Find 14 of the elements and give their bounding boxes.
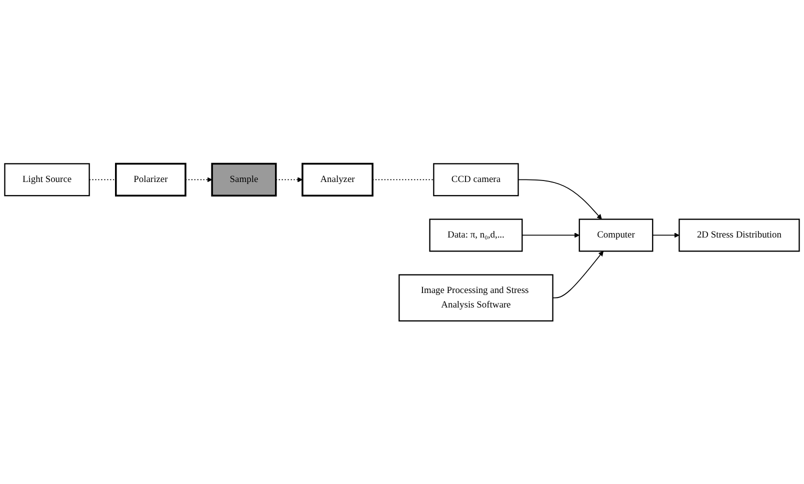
node-box: Light Source: [4, 162, 90, 196]
node-box: CCD camera: [433, 162, 519, 196]
node-box: Analyzer: [302, 162, 374, 196]
arrow: [652, 232, 680, 238]
node-box: 2D Stress Distribution: [678, 218, 800, 252]
node-box: Computer: [578, 218, 654, 252]
node-box: Polarizer: [115, 162, 186, 196]
node-box: Image Processing and Stress Analysis Software: [398, 274, 554, 322]
node-box: Data: π, n₀,d,...: [429, 218, 523, 252]
arrow: [522, 232, 580, 238]
arrow: [518, 178, 602, 220]
connector: [88, 178, 116, 180]
node-box: Sample: [211, 162, 277, 196]
arrow: [552, 250, 604, 298]
